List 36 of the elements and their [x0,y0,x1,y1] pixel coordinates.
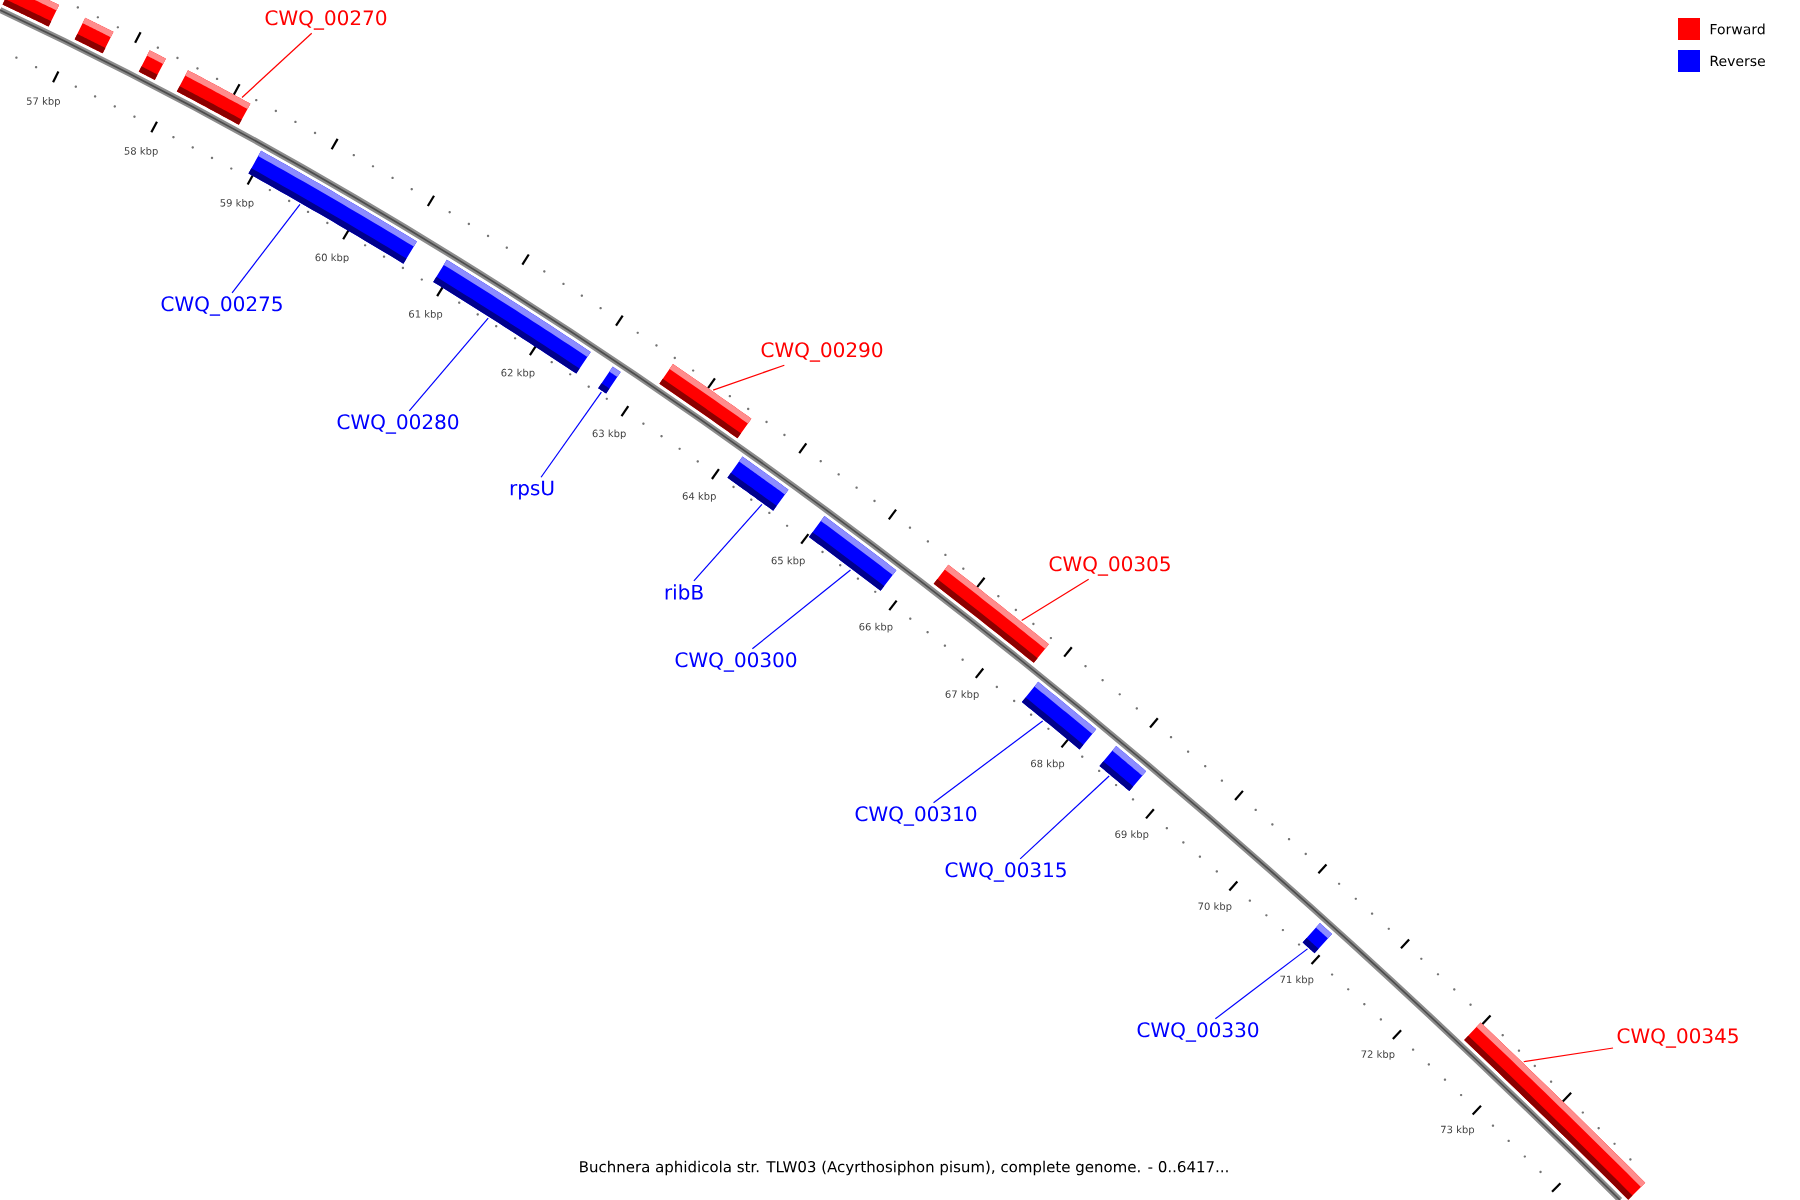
gene-block [138,50,166,80]
leader-line [241,32,313,99]
gene-label: CWQ_00275 [161,296,282,316]
gene-label: CWQ_00280 [337,414,459,434]
gene-block [808,516,897,591]
gene-label: CWQ_00300 [675,652,797,672]
leader-line [1019,775,1110,860]
leader-line [1021,578,1090,622]
gene-block [1099,746,1147,792]
gene-block [659,364,752,439]
gene-label: CWQ_00290 [761,342,883,362]
leader-line [712,364,785,391]
gene-label: CWQ_00305 [1049,556,1170,576]
gene-block [1021,681,1097,750]
gene-block [727,456,789,511]
leader-line [932,720,1044,804]
gene-label: ribB [665,584,703,600]
gene-block [74,17,114,54]
gene-label: CWQ_00345 [1617,1028,1738,1048]
gene-block [598,366,621,394]
gene-block [176,70,251,125]
leader-line [231,203,301,294]
leader-line [1214,948,1309,1020]
leader-line [1523,1047,1614,1063]
gene-label: CWQ_00310 [855,806,977,826]
gene-block [1302,923,1332,954]
gene-label: rpsU [510,480,554,500]
gene-label: CWQ_00330 [1137,1022,1259,1042]
gene-label: CWQ_00270 [265,10,387,30]
leader-line [693,503,763,582]
gene-block [2,0,60,27]
leader-line [540,391,602,478]
gene-label: CWQ_00315 [945,862,1066,882]
leader-line [751,569,852,650]
gene-block [933,564,1049,663]
leader-line [408,317,489,412]
